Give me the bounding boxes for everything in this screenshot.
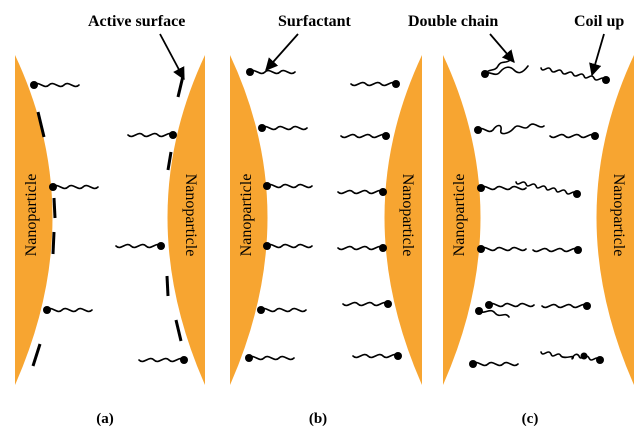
surfactant-arrow (265, 33, 299, 71)
surfactant-head (574, 246, 582, 254)
coil-up-label: Coil up (574, 13, 624, 30)
active-surface-segments (31, 75, 185, 367)
active-surface-segment (52, 197, 57, 219)
surfactant-head (30, 81, 38, 89)
nanoparticle-c-left (443, 55, 481, 385)
surfactant-head (257, 306, 265, 314)
surfactant-head (263, 182, 271, 190)
surfactant-head (485, 301, 493, 309)
surfactant-head (392, 80, 400, 88)
active-surface-arrow (159, 33, 185, 81)
caption-a: (a) (96, 411, 114, 427)
active-surface-segment (36, 111, 46, 138)
surfactant-head (258, 124, 266, 132)
surfactants-c-right (515, 67, 610, 364)
active-surface-segment (166, 151, 173, 171)
surfactant-head (157, 242, 165, 250)
nanoparticle-a-left (15, 55, 53, 385)
nanoparticle-b-right-label: Nanoparticle (399, 174, 416, 257)
surfactant-head (382, 132, 390, 140)
nanoparticle-c-right-label: Nanoparticle (610, 174, 627, 257)
active-surface-label: Active surface (88, 13, 185, 30)
double-chain-arrow (489, 33, 515, 63)
surfactant-head (602, 76, 610, 84)
surfactant-head (379, 244, 387, 252)
surfactant-head (573, 190, 581, 198)
double-chain-label: Double chain (408, 13, 498, 30)
surfactant-head (475, 307, 483, 315)
surfactant-head (469, 360, 477, 368)
surfactant-head (379, 188, 387, 196)
surfactant-label: Surfactant (278, 13, 352, 30)
surfactant-head (477, 245, 485, 253)
surfactant-head (477, 184, 485, 192)
surfactant-head (169, 131, 177, 139)
active-surface-segment (176, 75, 185, 98)
surfactant-head (580, 352, 588, 360)
active-surface-segment (174, 319, 183, 342)
surfactants-a-right (115, 131, 188, 364)
surfactant-head (394, 352, 402, 360)
active-surface-segment (165, 275, 170, 297)
surfactant-head (245, 354, 253, 362)
nanoparticle-c-right (596, 55, 634, 385)
surfactant-head (474, 126, 482, 134)
nanoparticle-a-right-label: Nanoparticle (182, 174, 199, 257)
panel-c: Nanoparticle Nanoparticle (408, 13, 634, 427)
coil-up-arrow (589, 33, 605, 77)
surfactants-b-right (337, 80, 402, 360)
nanoparticle-b-left-label: Nanoparticle (238, 174, 255, 257)
surfactant-head (384, 300, 392, 308)
surfactant-head (583, 302, 591, 310)
nanoparticle-a-left-label: Nanoparticle (23, 174, 40, 257)
caption-b: (b) (309, 411, 327, 427)
nanoparticle-a-right (167, 55, 205, 385)
surfactants-b-left (245, 68, 313, 362)
panel-b: Nanoparticle Nanoparticle (230, 13, 422, 427)
surfactants-c-left (469, 59, 545, 368)
surfactant-head (591, 132, 599, 140)
nanoparticle-c-left-label: Nanoparticle (451, 174, 468, 257)
surfactant-head (481, 70, 489, 78)
surfactant-head (180, 356, 188, 364)
surfactant-head (246, 68, 254, 76)
caption-c: (c) (522, 411, 539, 427)
surfactants-a-left (30, 81, 99, 314)
panel-a: Nanoparticle Nanoparticle (15, 13, 205, 427)
surfactant-head (263, 242, 271, 250)
active-surface-segment (51, 231, 56, 255)
active-surface-segment (31, 343, 42, 367)
nanoparticle-b-left (230, 55, 268, 385)
nanoparticle-b-right (384, 55, 422, 385)
surfactant-head (596, 356, 604, 364)
surfactant-head (43, 306, 51, 314)
surfactant-head (49, 183, 57, 191)
